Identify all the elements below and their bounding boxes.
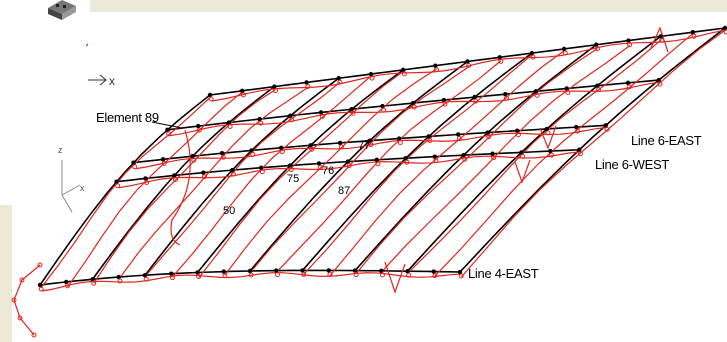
tick-mark: [85, 43, 89, 47]
node-number: 87: [338, 185, 351, 197]
triad-z-label: z: [58, 145, 63, 155]
node-number: 76: [322, 165, 335, 177]
node-number: 50: [223, 205, 236, 217]
node-number: 75: [287, 173, 300, 185]
side-strip: [0, 205, 12, 342]
app-logo-icon: [48, 0, 76, 20]
line-6-east-label: Line 6-EAST: [631, 133, 702, 148]
deformed-nodes: [11, 29, 727, 338]
deformed-mesh: [13, 26, 726, 336]
line-6-west-label: Line 6-WEST: [595, 157, 670, 172]
toolbar-strip: [90, 0, 727, 12]
line-4-east-label: Line 4-EAST: [468, 266, 539, 281]
triad-x-label: x: [80, 183, 85, 193]
undeformed-nodes: [37, 25, 727, 288]
coordinate-triad-icon: [61, 160, 81, 213]
x-direction-arrow-icon: [88, 74, 107, 86]
arrow-x-label: x: [109, 74, 115, 88]
node-number: 77: [358, 140, 371, 152]
element-pointer-line: [151, 121, 183, 129]
element-label: Element 89: [96, 110, 159, 125]
